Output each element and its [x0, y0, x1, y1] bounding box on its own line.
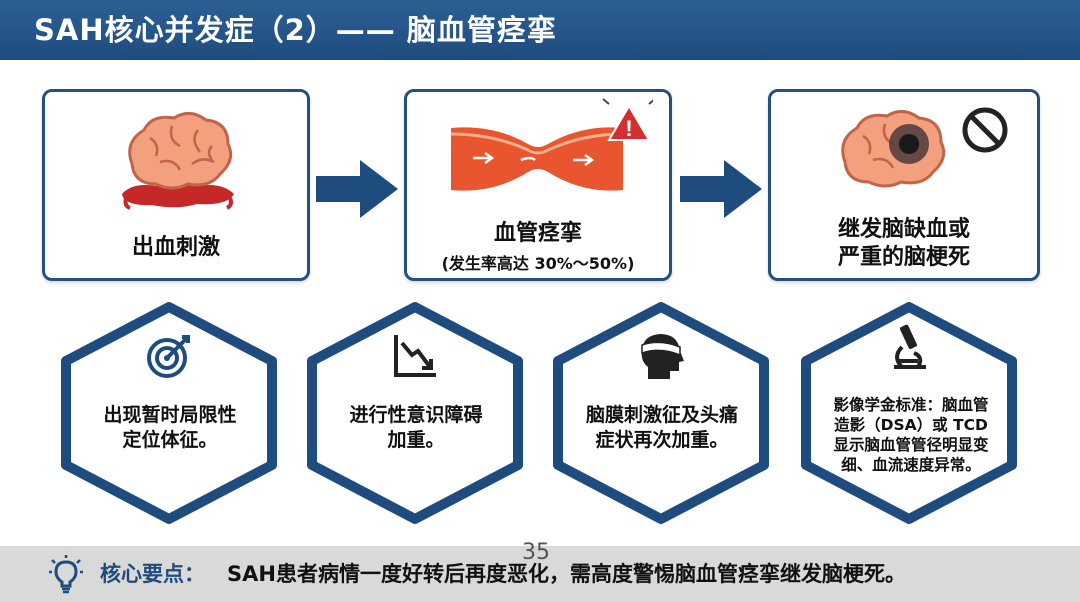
core-point-bar: 核心要点： SAH患者病情一度好转后再度恶化，需高度警惕脑血管痉挛继发脑梗死。 [0, 546, 1080, 602]
decline-chart-icon [394, 335, 436, 377]
symptom-hexagon: 进行性意识障碍加重。 [306, 301, 524, 525]
flow-card-label-line2: 严重的脑梗死 [837, 245, 970, 270]
symptom-hexagon: 影像学金标准：脑血管造影（DSA）或 TCD 显示脑血管管径明显变细、血流速度异… [800, 301, 1018, 525]
core-point-text: SAH患者病情一度好转后再度恶化，需高度警惕脑血管痉挛继发脑梗死。 [227, 562, 906, 586]
symptom-text: 影像学金标准：脑血管造影（DSA）或 TCD 显示脑血管管径明显变细、血流速度异… [833, 396, 989, 474]
narrowed-vessel-warning-icon: ! [450, 98, 653, 191]
svg-text:!: ! [625, 116, 632, 141]
symptom-hexagon: 脑膜刺激征及头痛症状再次加重。 [552, 301, 770, 525]
page-title: SAH核心并发症（2）—— 脑血管痉挛 [0, 0, 1080, 60]
head-bandage-icon [641, 334, 684, 379]
symptom-hexagon: 出现暂时局限性定位体征。 [60, 301, 278, 525]
flow-card-bleeding: 出血刺激 [42, 89, 310, 281]
flow-card-vasospasm: ! 血管痉挛 (发生率高达 30%～50%) [404, 89, 672, 281]
arrow-right-icon [316, 160, 398, 218]
incidence-rate: (发生率高达 30%～50%) [441, 254, 635, 273]
symptom-text: 出现暂时局限性定位体征。 [103, 404, 237, 451]
flow-card-label-line1: 继发脑缺血或 [837, 217, 970, 242]
flow-card-label: 血管痉挛 [493, 221, 582, 246]
flow-card-infarction: 继发脑缺血或 严重的脑梗死 [768, 89, 1040, 281]
arrow-right-icon [680, 160, 762, 218]
brain-infarct-no-icon [841, 107, 1008, 188]
target-icon [147, 335, 190, 378]
flow-card-label: 出血刺激 [131, 235, 220, 260]
symptom-text: 进行性意识障碍加重。 [349, 404, 483, 451]
lightbulb-icon [49, 555, 83, 594]
symptom-text: 脑膜刺激征及头痛症状再次加重。 [585, 404, 738, 451]
core-point-label: 核心要点： [100, 562, 205, 586]
page-number: 35 [522, 540, 550, 565]
brain-bleeding-icon [122, 112, 234, 210]
microscope-icon [894, 324, 926, 369]
